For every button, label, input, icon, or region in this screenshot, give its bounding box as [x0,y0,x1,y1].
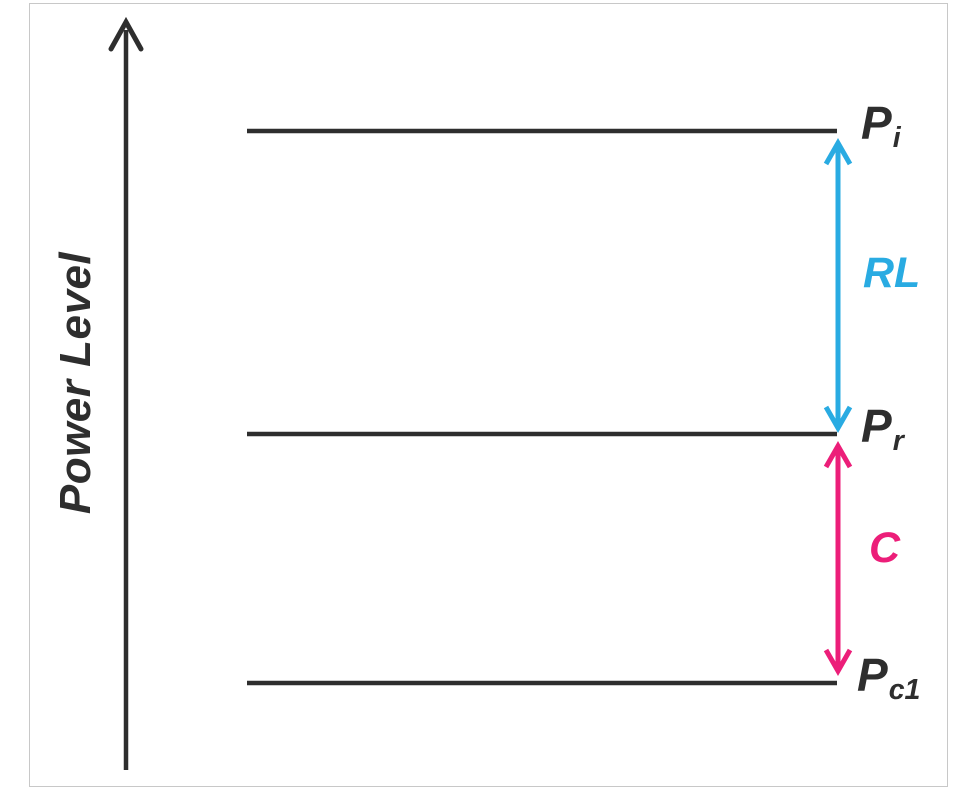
y-axis-arrowhead-icon [108,16,144,52]
rl-arrowhead-down-icon [823,405,853,434]
c-arrowhead-down-icon [823,648,853,677]
label-pr-subscript: r [892,424,904,457]
label-pc1: Pc1 [857,649,920,704]
label-c: C [869,524,901,572]
label-pr: Pr [861,400,904,455]
label-rl: RL [863,249,921,297]
label-pi: Pi [861,97,901,152]
y-axis-title: Power Level [51,251,100,515]
c-arrow [823,440,853,677]
label-pr-symbol: P [861,400,892,452]
figure-frame [29,3,948,787]
label-pc1-subscript: c1 [888,673,921,706]
label-pi-subscript: i [892,121,901,154]
rl-arrowhead-up-icon [823,137,853,166]
label-pc1-symbol: P [857,649,888,701]
c-arrowhead-up-icon [823,440,853,469]
rl-arrow [823,137,853,434]
label-pi-symbol: P [861,97,892,149]
